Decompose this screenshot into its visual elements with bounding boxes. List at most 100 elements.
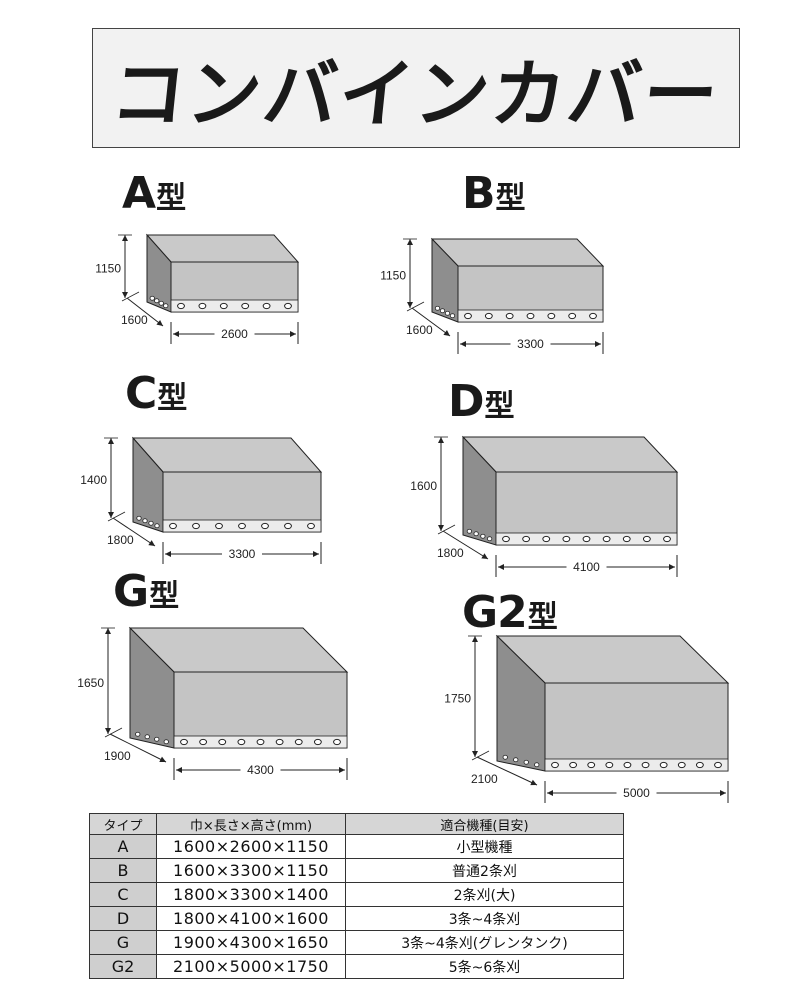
box-top-face xyxy=(430,238,605,267)
type-label-a: A型 xyxy=(122,168,186,219)
grommet xyxy=(294,738,303,746)
height-label-bg xyxy=(75,472,109,487)
grommet xyxy=(313,738,322,746)
model-cell: 5条~6条刈 xyxy=(345,954,624,979)
header-type: タイプ xyxy=(89,813,157,835)
length-label-bg xyxy=(240,762,281,778)
grommet xyxy=(484,312,493,320)
grommet xyxy=(237,738,246,746)
type-suffix: 型 xyxy=(157,381,187,416)
grommet xyxy=(513,757,519,763)
grommet xyxy=(523,759,529,765)
grommet xyxy=(582,535,591,543)
grommet xyxy=(434,305,441,311)
type-suffix: 型 xyxy=(527,600,558,635)
length-label: 2600 xyxy=(221,327,248,341)
grommet xyxy=(569,761,578,769)
grommet xyxy=(154,298,160,304)
height-label-bg xyxy=(405,478,439,493)
grommet xyxy=(149,295,155,301)
height-label-bg xyxy=(89,260,123,276)
type-cell: G2 xyxy=(89,954,157,979)
type-label-b: B型 xyxy=(462,168,526,219)
length-label-bg xyxy=(566,559,607,575)
length-label: 4300 xyxy=(247,763,274,777)
grommet xyxy=(262,302,271,310)
grommet xyxy=(238,522,246,530)
grommet xyxy=(526,312,535,320)
width-label: 1600 xyxy=(121,313,148,327)
size-cell: 1600×3300×1150 xyxy=(156,858,346,883)
grommet xyxy=(449,313,456,319)
grommet xyxy=(695,761,704,769)
grommet xyxy=(505,312,514,320)
grommet xyxy=(307,522,315,530)
grommet xyxy=(473,531,479,537)
grommet xyxy=(587,761,596,769)
type-suffix: 型 xyxy=(156,181,186,216)
type-label-g2: G2型 xyxy=(462,587,558,638)
size-cell: 1900×4300×1650 xyxy=(156,930,346,955)
grommet xyxy=(568,312,577,320)
table-row: A 1600×2600×1150 小型機種 xyxy=(89,834,624,859)
height-label: 1750 xyxy=(444,692,471,706)
box-top-face xyxy=(145,234,300,263)
grommet xyxy=(622,535,631,543)
box-top-face xyxy=(461,436,679,473)
grommet xyxy=(502,535,510,543)
grommet xyxy=(284,302,292,310)
height-label: 1650 xyxy=(77,676,104,690)
grommet xyxy=(464,312,472,320)
title-box: コンバインカバー xyxy=(92,28,740,148)
grommet xyxy=(218,738,227,746)
table-row: C 1800×3300×1400 2条刈(大) xyxy=(89,882,624,907)
type-letter: G2 xyxy=(462,587,528,638)
grommet xyxy=(154,736,160,742)
grommet xyxy=(169,522,177,530)
header-model: 適合機種(目安) xyxy=(345,813,624,835)
box-front-face xyxy=(173,671,348,749)
model-cell: 小型機種 xyxy=(345,834,624,859)
height-label-bg xyxy=(439,690,473,706)
grommet xyxy=(215,522,223,530)
grommet xyxy=(589,312,597,320)
length-label: 3300 xyxy=(229,547,256,561)
grommet xyxy=(219,302,228,310)
grommet xyxy=(163,739,169,745)
grommet xyxy=(284,522,292,530)
type-label-d: D型 xyxy=(448,376,515,427)
size-cell: 1800×4100×1600 xyxy=(156,906,346,931)
type-letter: A xyxy=(122,168,156,219)
grommet xyxy=(502,754,508,760)
type-letter: C xyxy=(125,368,157,419)
width-label: 1600 xyxy=(406,323,433,337)
type-letter: G xyxy=(113,566,149,617)
grommet xyxy=(135,731,141,737)
grommet xyxy=(154,523,160,529)
grommet xyxy=(466,528,472,534)
table-row: B 1600×3300×1150 普通2条刈 xyxy=(89,858,624,883)
length-label: 3300 xyxy=(517,337,544,351)
grommet xyxy=(659,761,668,769)
header-size: 巾×長さ×高さ(mm) xyxy=(156,813,346,835)
size-cell: 1600×2600×1150 xyxy=(156,834,346,859)
grommet xyxy=(241,302,250,310)
grommet xyxy=(261,522,269,530)
type-suffix: 型 xyxy=(484,389,515,424)
table-header-row: タイプ 巾×長さ×高さ(mm) 適合機種(目安) xyxy=(89,813,624,835)
size-cell: 1800×3300×1400 xyxy=(156,882,346,907)
grommet xyxy=(714,761,722,769)
width-label: 2100 xyxy=(471,772,498,786)
box-top-face xyxy=(131,437,323,473)
type-cell: C xyxy=(89,882,157,907)
grommet xyxy=(487,536,493,542)
type-label-c: C型 xyxy=(125,368,187,419)
grommet xyxy=(522,535,531,543)
grommet xyxy=(623,761,632,769)
grommet xyxy=(180,738,188,746)
grommet xyxy=(144,734,150,740)
type-label-g: G型 xyxy=(113,566,179,617)
